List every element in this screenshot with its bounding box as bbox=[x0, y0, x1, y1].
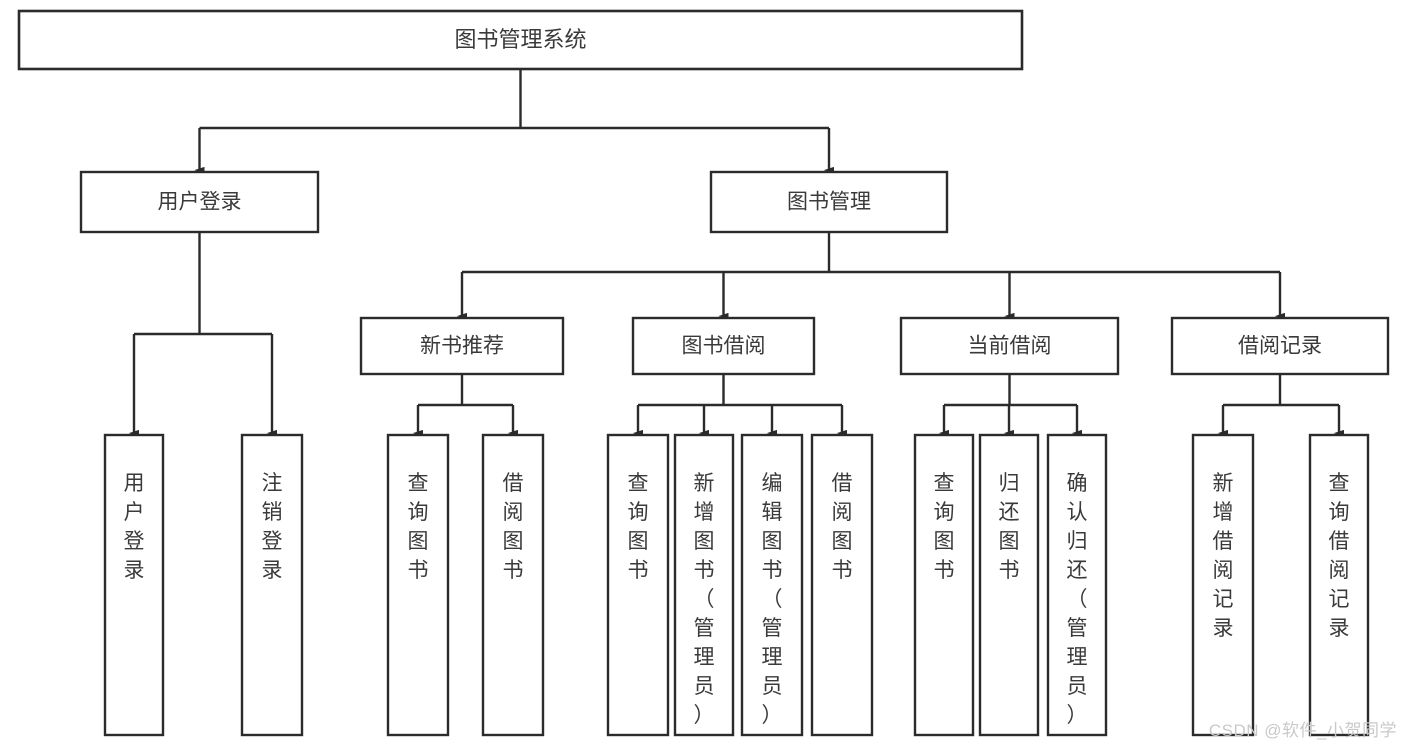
node-box-recommend-query-book bbox=[386, 433, 450, 737]
node-label-borrow-lend-book: 借阅图书 bbox=[832, 472, 853, 582]
node-new-book-recommend[interactable]: 新书推荐 bbox=[359, 316, 565, 376]
node-label-recommend-query-book: 查询图书 bbox=[408, 472, 429, 582]
node-borrow-add-book[interactable]: 新增图书（管理员） bbox=[673, 433, 735, 737]
node-current-query-book[interactable]: 查询图书 bbox=[913, 433, 975, 737]
node-box-recommend-borrow-book bbox=[481, 433, 545, 737]
node-box-borrow-lend-book bbox=[810, 433, 874, 737]
node-box-book-borrow bbox=[631, 316, 816, 376]
node-box-borrow-edit-book bbox=[740, 433, 804, 737]
node-label-borrow-add-book: 新增图书（管理员） bbox=[694, 472, 715, 727]
node-box-user-login-do bbox=[103, 433, 165, 737]
node-current-borrow[interactable]: 当前借阅 bbox=[899, 316, 1120, 376]
node-borrow-query-book[interactable]: 查询图书 bbox=[606, 433, 670, 737]
node-box-current-borrow bbox=[899, 316, 1120, 376]
node-user-login[interactable]: 用户登录 bbox=[79, 170, 320, 234]
node-label-book-management: 图书管理 bbox=[787, 191, 871, 214]
node-borrow-record[interactable]: 借阅记录 bbox=[1170, 316, 1390, 376]
node-label-current-query-book: 查询图书 bbox=[934, 472, 955, 582]
node-record-add[interactable]: 新增借阅记录 bbox=[1191, 433, 1255, 737]
node-box-root bbox=[17, 9, 1024, 71]
node-box-book-management bbox=[709, 170, 949, 234]
node-box-record-query bbox=[1308, 433, 1370, 737]
node-recommend-query-book[interactable]: 查询图书 bbox=[386, 433, 450, 737]
node-label-record-add: 新增借阅记录 bbox=[1213, 472, 1234, 640]
node-label-new-book-recommend: 新书推荐 bbox=[420, 335, 504, 358]
node-box-borrow-add-book bbox=[673, 433, 735, 737]
node-box-user-login bbox=[79, 170, 320, 234]
node-user-login-do[interactable]: 用户登录 bbox=[103, 433, 165, 737]
node-book-borrow[interactable]: 图书借阅 bbox=[631, 316, 816, 376]
node-book-management[interactable]: 图书管理 bbox=[709, 170, 949, 234]
node-label-borrow-query-book: 查询图书 bbox=[628, 472, 649, 582]
node-label-recommend-borrow-book: 借阅图书 bbox=[503, 472, 524, 582]
node-label-borrow-record: 借阅记录 bbox=[1238, 335, 1322, 358]
node-box-user-logout bbox=[240, 433, 304, 737]
node-box-current-return-book bbox=[978, 433, 1040, 737]
node-borrow-edit-book[interactable]: 编辑图书（管理员） bbox=[740, 433, 804, 737]
node-box-record-add bbox=[1191, 433, 1255, 737]
node-label-user-login-do: 用户登录 bbox=[124, 472, 145, 582]
node-box-current-query-book bbox=[913, 433, 975, 737]
node-label-user-login: 用户登录 bbox=[158, 191, 242, 214]
watermark-text: CSDN @软件_小贺同学 bbox=[1208, 721, 1397, 740]
node-box-current-confirm-return bbox=[1046, 433, 1108, 737]
node-box-borrow-record bbox=[1170, 316, 1390, 376]
node-label-book-borrow: 图书借阅 bbox=[682, 335, 766, 358]
node-label-user-logout: 注销登录 bbox=[262, 472, 283, 582]
node-label-current-confirm-return: 确认归还（管理员） bbox=[1067, 472, 1088, 727]
node-label-current-return-book: 归还图书 bbox=[999, 472, 1020, 582]
node-current-confirm-return[interactable]: 确认归还（管理员） bbox=[1046, 433, 1108, 737]
connector-layer bbox=[128, 69, 1345, 437]
node-box-borrow-query-book bbox=[606, 433, 670, 737]
node-label-root: 图书管理系统 bbox=[454, 27, 586, 52]
node-layer: 图书管理系统用户登录图书管理用户登录注销登录新书推荐查询图书借阅图书图书借阅查询… bbox=[17, 9, 1390, 737]
node-label-current-borrow: 当前借阅 bbox=[968, 335, 1052, 358]
node-label-borrow-edit-book: 编辑图书（管理员） bbox=[762, 472, 783, 727]
node-recommend-borrow-book[interactable]: 借阅图书 bbox=[481, 433, 545, 737]
node-borrow-lend-book[interactable]: 借阅图书 bbox=[810, 433, 874, 737]
node-current-return-book[interactable]: 归还图书 bbox=[978, 433, 1040, 737]
node-record-query[interactable]: 查询借阅记录 bbox=[1308, 433, 1370, 737]
node-box-new-book-recommend bbox=[359, 316, 565, 376]
node-root[interactable]: 图书管理系统 bbox=[17, 9, 1024, 71]
node-user-logout[interactable]: 注销登录 bbox=[240, 433, 304, 737]
node-label-record-query: 查询借阅记录 bbox=[1329, 472, 1350, 640]
